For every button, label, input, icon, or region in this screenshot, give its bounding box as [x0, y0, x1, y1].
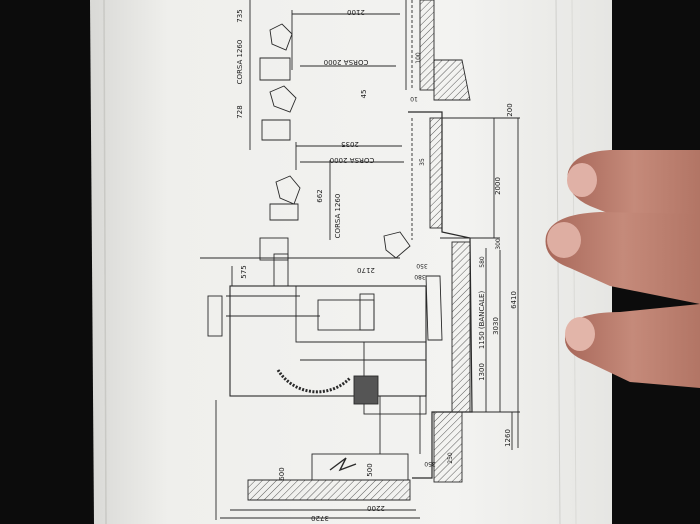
dim-label: 728	[236, 105, 244, 118]
dim-label: 35	[419, 158, 426, 166]
dim-label: CORSA 2000	[324, 58, 369, 66]
dim-label: 2035	[341, 140, 359, 148]
paper-sheet	[90, 0, 612, 524]
dim-label: CORSA 1260	[334, 194, 342, 239]
dim-label: 600	[278, 467, 286, 480]
dim-label: 2170	[357, 266, 375, 274]
hand-fingers	[545, 150, 700, 388]
dim-label: 300	[495, 238, 502, 250]
dim-label: 250	[447, 452, 454, 464]
dim-label: CORSA 1260	[236, 40, 244, 85]
dim-label: 200	[506, 103, 514, 116]
dim-label: 2000	[494, 177, 502, 195]
dim-label: CORSA 2000	[330, 156, 375, 164]
dimension-labels: 2100 735 CORSA 1260 728 CORSA 2000 45 10…	[236, 8, 518, 522]
dim-label: 380	[414, 273, 426, 280]
dim-label: 100	[415, 52, 422, 64]
dim-label: 350	[416, 262, 428, 269]
dim-label: 2100	[347, 8, 365, 16]
dim-label: 3720	[311, 514, 329, 522]
dim-label: 1300	[478, 363, 486, 381]
dim-label: 575	[240, 265, 248, 278]
dim-label: 6410	[510, 291, 518, 309]
technical-drawing	[200, 0, 520, 520]
dim-label: 10	[410, 95, 418, 102]
dim-label: 350	[424, 460, 436, 467]
dim-label: 500	[366, 463, 374, 476]
dim-label: 1150 (BANCALE)	[478, 291, 486, 350]
dim-label: 580	[479, 256, 486, 268]
dim-label: 662	[316, 189, 324, 202]
background-left	[0, 0, 92, 524]
dim-label: 735	[236, 9, 244, 22]
dim-label: 1260	[504, 429, 512, 447]
dim-label: 3030	[492, 317, 500, 335]
dim-label: 2200	[367, 504, 385, 512]
dim-label: 45	[360, 90, 368, 99]
